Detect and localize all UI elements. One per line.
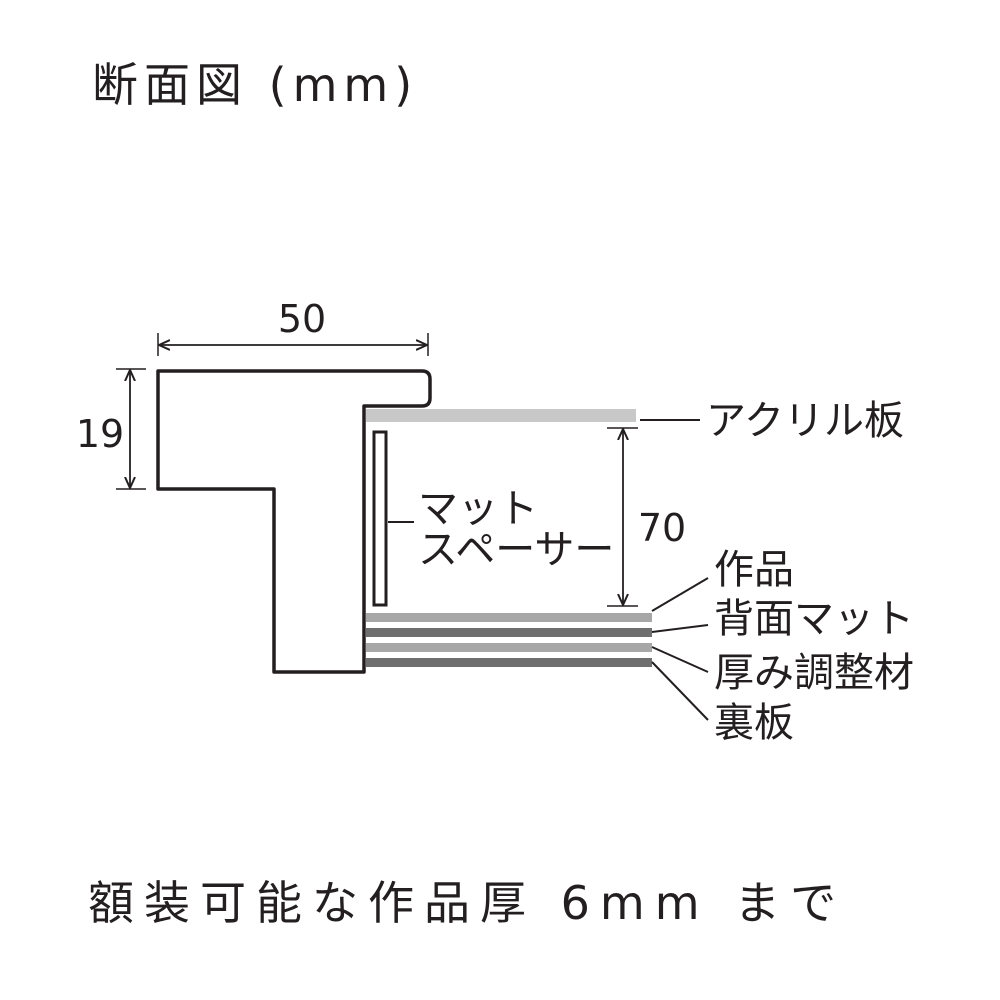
frame-profile [156, 369, 432, 674]
acrylic-label: アクリル板 [706, 398, 904, 444]
mat-spacer [372, 430, 388, 607]
thickness-adjuster-layer [366, 643, 652, 652]
depth-dimension-label: 70 [638, 506, 686, 550]
back-board-leader [651, 661, 709, 721]
page-title: 断面図 (mm) [92, 58, 419, 112]
width-dimension-label: 50 [278, 297, 326, 341]
acrylic-sheet [366, 409, 636, 422]
height-dimension-label: 19 [76, 412, 124, 456]
max-thickness-note: 額装可能な作品厚 6mm まで [88, 876, 847, 930]
back-board-layer [366, 658, 652, 667]
back-mat-label: 背面マット [714, 596, 914, 642]
mat-spacer-label-line1: マット [418, 486, 538, 532]
back-mat-leader [651, 624, 709, 633]
thickness-adjuster-leader [651, 646, 709, 673]
back-mat-layer [366, 628, 652, 637]
back-board-label: 裏板 [714, 700, 794, 746]
artwork-leader [651, 577, 709, 612]
artwork-label: 作品 [714, 547, 794, 593]
artwork-layer [366, 613, 652, 622]
mat-spacer-label-line2: スペーサー [418, 527, 614, 573]
thickness-adjuster-label: 厚み調整材 [714, 650, 914, 696]
